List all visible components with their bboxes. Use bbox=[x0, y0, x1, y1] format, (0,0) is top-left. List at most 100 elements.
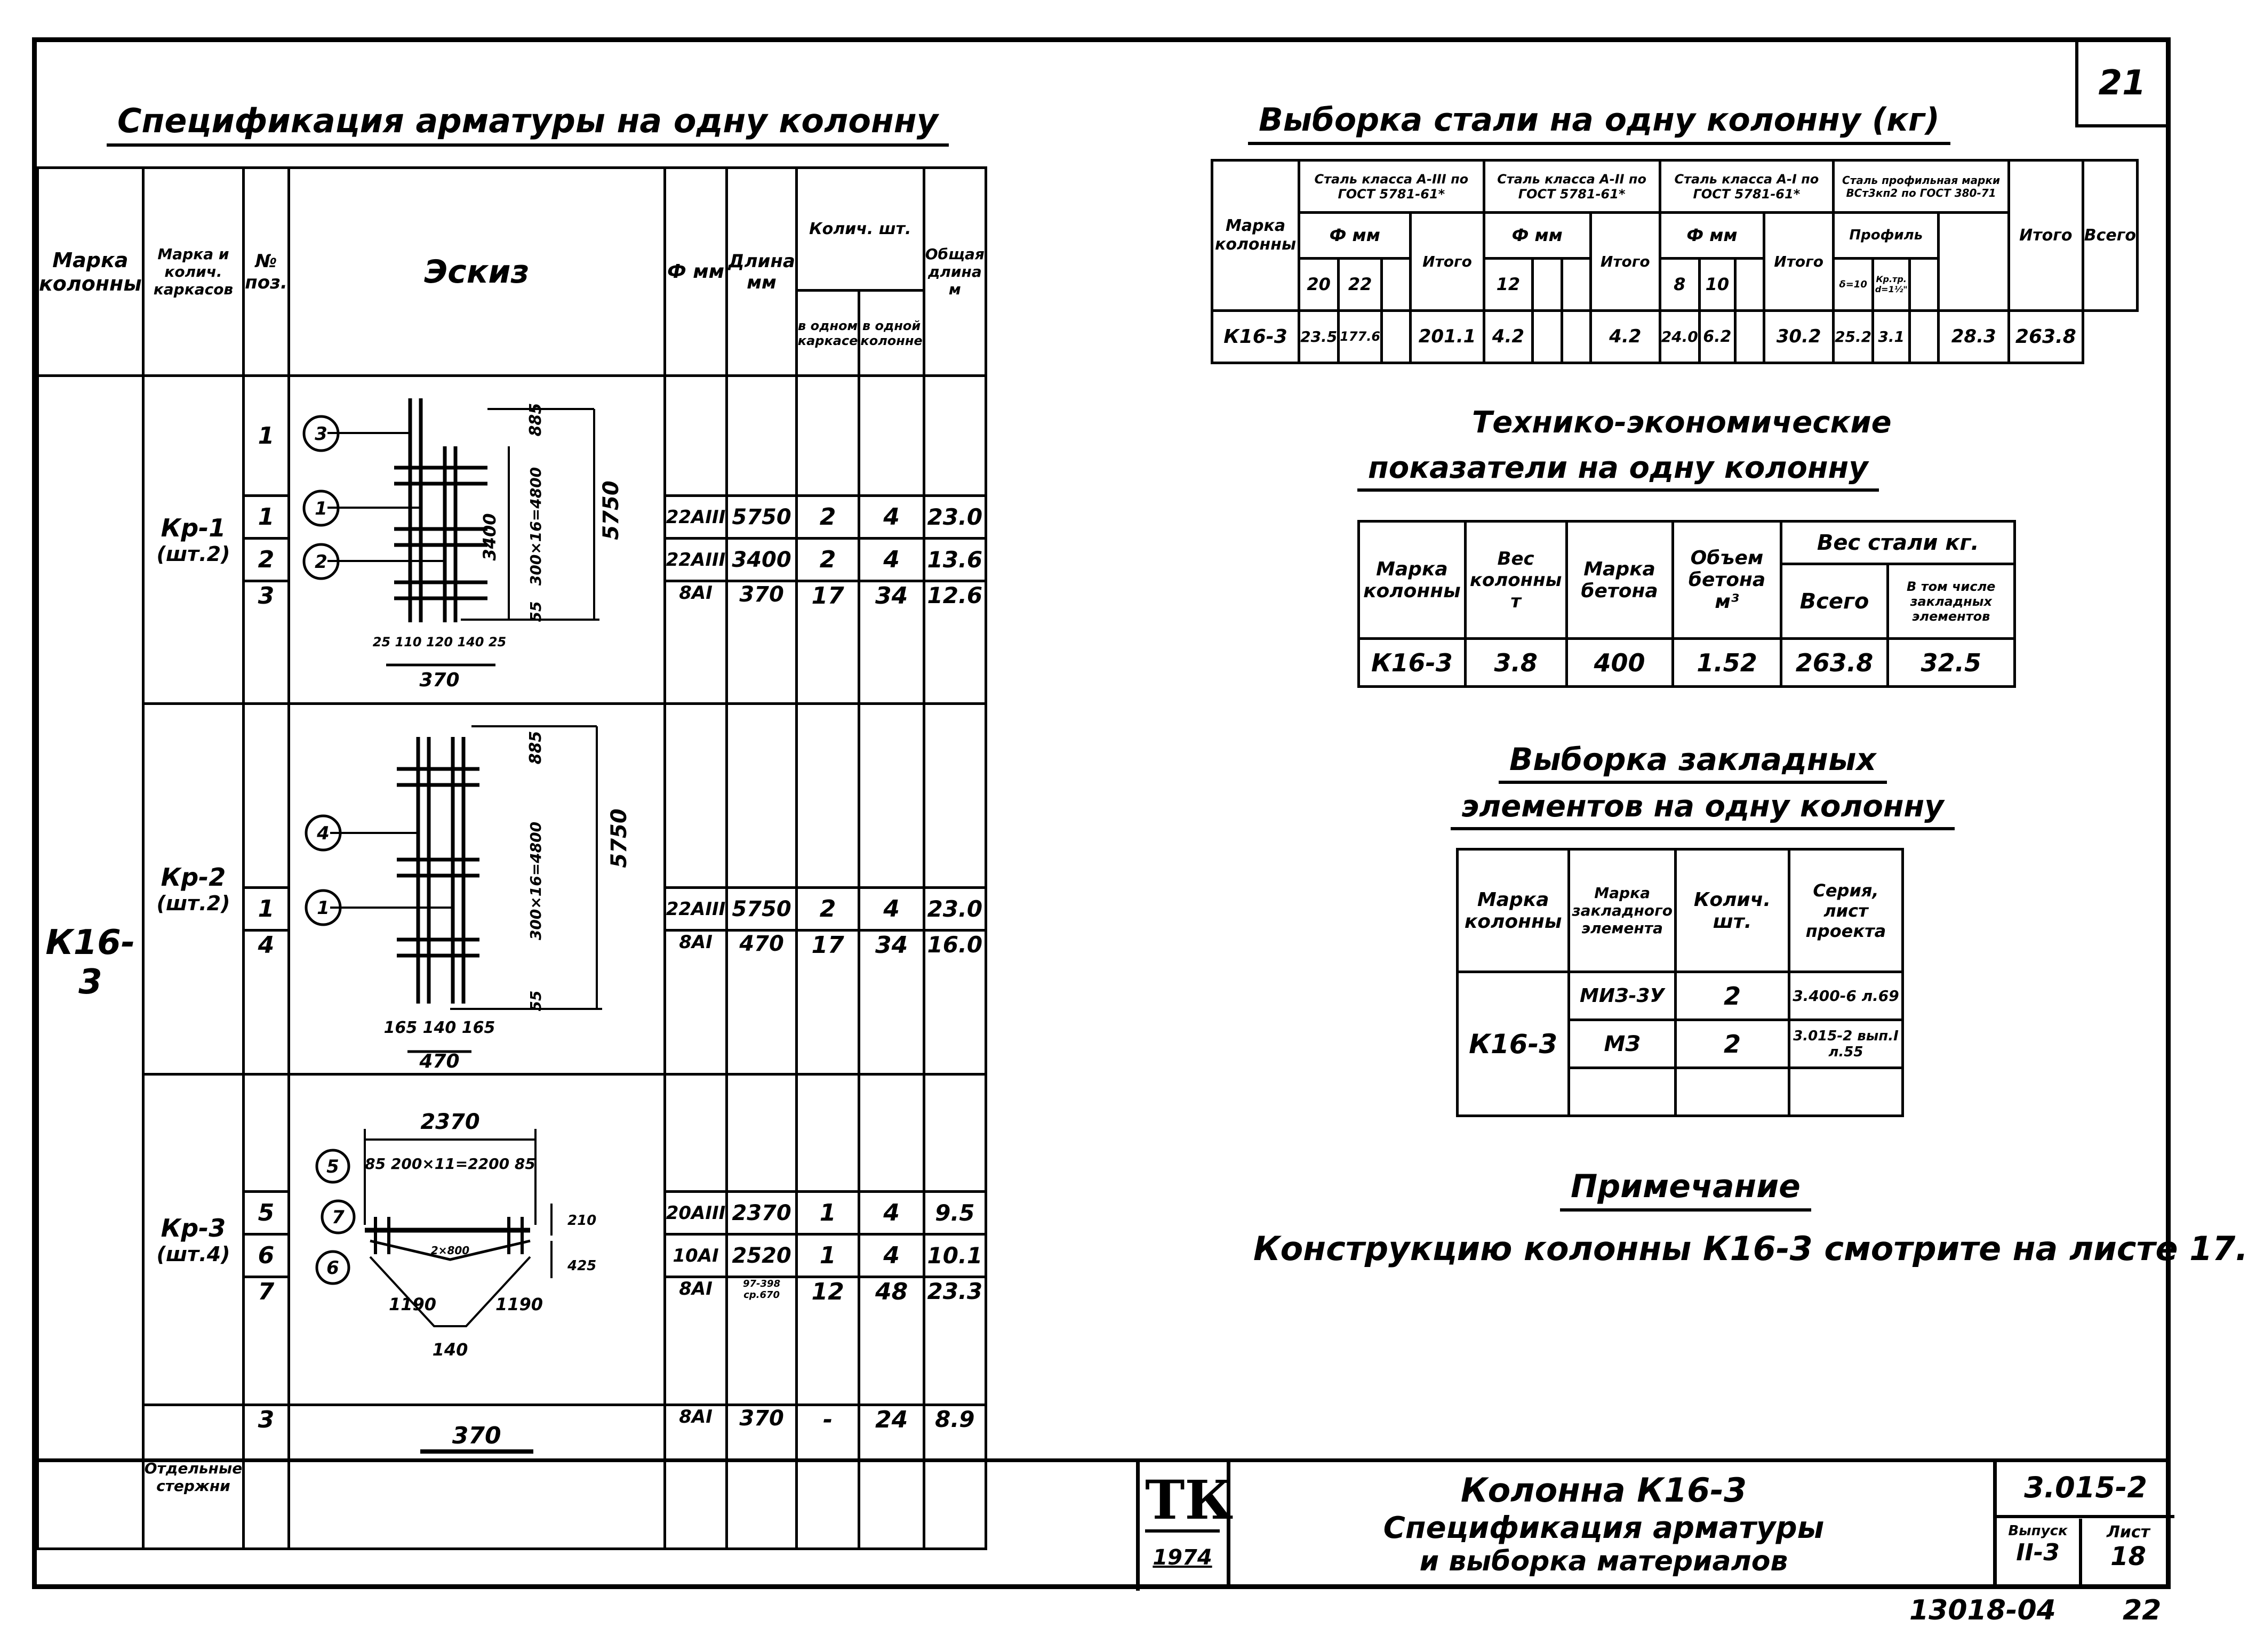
q1-cell: 2 bbox=[795, 886, 861, 932]
stamp-sheet-cell: Лист 18 bbox=[2082, 1519, 2174, 1588]
q2-cell: 4 bbox=[858, 1233, 925, 1278]
hdr-sketch: Эскиз bbox=[287, 166, 666, 377]
q2-cell: 48 bbox=[858, 1276, 925, 1406]
embed-mark: К16-3 bbox=[1455, 971, 1571, 1117]
embed-cell: МЗ bbox=[1567, 1019, 1677, 1069]
dim-spacing: 85 200×11=2200 85 bbox=[365, 1155, 535, 1173]
embed-hdr-series: Серия, лист проекта bbox=[1787, 848, 1905, 973]
steel-cell: 24.0 bbox=[1658, 309, 1701, 365]
steel-cell: 4.2 bbox=[1482, 309, 1534, 365]
steel-hdr-d10: 10 bbox=[1698, 256, 1737, 312]
len-cell: 470 bbox=[725, 929, 798, 1076]
frame-mark: Кр-1 bbox=[161, 514, 226, 542]
stamp-sheet: 18 bbox=[2110, 1542, 2146, 1571]
footer-page: 22 bbox=[2123, 1594, 2162, 1626]
dim-bottom: 25 110 120 140 25 bbox=[372, 635, 506, 649]
dim-210: 210 bbox=[567, 1213, 596, 1229]
stamp-line-2: Спецификация арматуры bbox=[1383, 1511, 1825, 1545]
pos-cell: 6 bbox=[242, 1233, 290, 1278]
frame-count: (шт.2) bbox=[156, 892, 230, 915]
tech-title-1: Технико-экономические bbox=[1472, 405, 1892, 440]
steel-hdr-mark: Марка колонны bbox=[1210, 159, 1301, 312]
stamp-line-3: и выборка материалов bbox=[1419, 1545, 1788, 1577]
spec-title: Спецификация арматуры на одну колонну bbox=[107, 101, 949, 147]
steel-hdr-p1: δ=10 bbox=[1832, 256, 1875, 312]
embed-cell: 3.400-6 л.69 bbox=[1787, 971, 1905, 1021]
hdr-pos: № поз. bbox=[242, 166, 290, 377]
embed-hdr-mark: Марка колонны bbox=[1455, 848, 1571, 973]
dim-3400: 3400 bbox=[479, 513, 500, 560]
tech-hdr-mark: Марка колонны bbox=[1357, 520, 1467, 640]
steel-hdr-itogo: Итого bbox=[1589, 211, 1661, 312]
callout-1: 1 bbox=[315, 498, 327, 519]
steel-hdr-itogo: Итого bbox=[2007, 159, 2084, 312]
pos-cell: 5 bbox=[242, 1190, 290, 1236]
pos-cell: 1 bbox=[242, 374, 290, 497]
dim-4800: 300×16=4800 bbox=[527, 822, 545, 940]
embed-cell: 2 bbox=[1674, 1019, 1790, 1069]
pos-cell: 7 bbox=[242, 1276, 290, 1406]
steel-cell: 4.2 bbox=[1589, 309, 1661, 365]
q2-cell: 4 bbox=[858, 886, 925, 932]
sketch-bar: 370 bbox=[287, 1404, 666, 1550]
steel-title: Выборка стали на одну колонну (кг) bbox=[1248, 101, 1950, 145]
dim-140: 140 bbox=[432, 1340, 468, 1360]
total-cell: 8.9 bbox=[922, 1404, 987, 1550]
q2-cell: 4 bbox=[858, 1190, 925, 1236]
note-text: Конструкцию колонны К16-3 смотрите на ли… bbox=[1253, 1229, 2248, 1268]
hdr-qty-frame: в одном каркасе bbox=[795, 289, 861, 377]
embed-table: Марка колонны Марка закладного элемента … bbox=[1455, 848, 1905, 1117]
title-block: ТК 1974 Колонна К16-3 Спецификация армат… bbox=[1136, 1460, 2174, 1591]
diam-cell: 8АI bbox=[663, 929, 729, 1076]
steel-cell: 30.2 bbox=[1763, 309, 1835, 365]
stamp-logo: ТК bbox=[1145, 1469, 1234, 1533]
frame-count: (шт.4) bbox=[156, 1242, 230, 1266]
tech-hdr-volume: Объем бетона м³ bbox=[1671, 520, 1783, 640]
steel-cell: 177.6 bbox=[1337, 309, 1383, 365]
q2-cell: 34 bbox=[858, 580, 925, 705]
dim-885: 885 bbox=[526, 403, 545, 437]
hdr-frame-mark: Марка и колич. каркасов bbox=[141, 166, 245, 377]
tech-row-embed: 32.5 bbox=[1886, 637, 2017, 688]
len-cell: 2370 bbox=[725, 1190, 798, 1236]
total-cell: 16.0 bbox=[922, 929, 987, 1076]
hdr-length: Длина мм bbox=[725, 166, 798, 377]
tech-row-concrete: 400 bbox=[1565, 637, 1674, 688]
stamp-issue-label: Выпуск bbox=[2008, 1523, 2068, 1539]
q2-cell: 4 bbox=[858, 494, 925, 540]
drawing-sheet: 21 bbox=[32, 37, 2171, 1589]
total-cell: 23.0 bbox=[922, 494, 987, 540]
column-mark: К16-3 bbox=[36, 374, 145, 1550]
total-cell: 23.0 bbox=[922, 886, 987, 932]
embed-cell: МИЗ-3У bbox=[1567, 971, 1677, 1021]
callout-7: 7 bbox=[332, 1207, 345, 1228]
sketch-kr1-drawing: 3 1 2 5750 885 300×16=4800 55 3400 25 11… bbox=[302, 398, 623, 691]
steel-hdr-p2: Кр.тр. d=1½" bbox=[1871, 256, 1911, 312]
steel-hdr-d8: 8 bbox=[1658, 256, 1701, 312]
steel-cell: 201.1 bbox=[1409, 309, 1485, 365]
len-cell: 3400 bbox=[725, 537, 798, 582]
pos-cell: 3 bbox=[242, 1404, 290, 1550]
q2-cell: 24 bbox=[858, 1404, 925, 1550]
callout-1: 1 bbox=[317, 897, 330, 919]
embed-cell: 2 bbox=[1674, 971, 1790, 1021]
diam-cell: 10АI bbox=[663, 1233, 729, 1278]
steel-hdr-dmm: Ф мм bbox=[1658, 211, 1766, 260]
steel-cell: 28.3 bbox=[1937, 309, 2010, 365]
dim-370: 370 bbox=[419, 669, 459, 691]
frame-count: (шт.2) bbox=[156, 542, 230, 566]
steel-hdr-itogo: Итого bbox=[1409, 211, 1485, 312]
spec-table: Марка колонны Марка и колич. каркасов № … bbox=[36, 166, 987, 1550]
q1-cell: - bbox=[795, 1404, 861, 1550]
frame-mark: Кр-2 bbox=[161, 863, 226, 892]
stamp-code-cell: 3.015-2 Выпуск II-3 Лист 18 bbox=[1993, 1460, 2174, 1588]
tech-hdr-embed: В том числе закладных элементов bbox=[1886, 563, 2017, 640]
callout-3: 3 bbox=[315, 423, 327, 445]
len-cell: 5750 bbox=[725, 494, 798, 540]
sketch-kr3: 2370 85 200×11=2200 85 2×800 210 425 119… bbox=[287, 1073, 666, 1406]
dim-1190-right: 1190 bbox=[495, 1294, 543, 1314]
tech-row-mark: К16-3 bbox=[1357, 637, 1467, 688]
q1-cell: 2 bbox=[795, 494, 861, 540]
total-cell: 9.5 bbox=[922, 1190, 987, 1236]
hdr-qty: Колич. шт. bbox=[795, 166, 925, 292]
